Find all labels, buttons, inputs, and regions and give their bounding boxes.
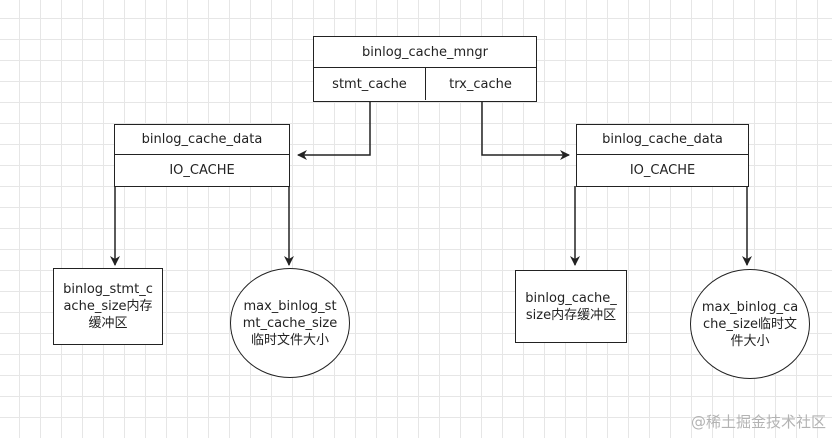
left-data-title: binlog_cache_data — [115, 125, 289, 155]
cache-size-box: binlog_cache_size内存缓冲区 — [515, 270, 627, 343]
right-binlog-cache-data-box: binlog_cache_data IO_CACHE — [576, 124, 749, 187]
max-cache-size-ellipse: max_binlog_cache_size临时文件大小 — [690, 269, 810, 379]
watermark-text: @稀土掘金技术社区 — [690, 413, 826, 431]
stmt-cache-cell: stmt_cache — [314, 68, 426, 100]
left-binlog-cache-data-box: binlog_cache_data IO_CACHE — [114, 124, 290, 187]
stmt-cache-size-box: binlog_stmt_cache_size内存缓冲区 — [53, 268, 163, 345]
arrow-trx-to-right-data — [481, 101, 570, 160]
right-data-title: binlog_cache_data — [577, 125, 748, 155]
left-io-cache: IO_CACHE — [169, 162, 235, 178]
arrow-stmt-to-left-data — [297, 101, 371, 160]
binlog-cache-mngr-box: binlog_cache_mngr stmt_cache trx_cache — [313, 36, 537, 102]
max-stmt-cache-size-ellipse: max_binlog_stmt_cache_size临时文件大小 — [230, 268, 350, 378]
trx-cache-cell: trx_cache — [449, 76, 512, 92]
mngr-title: binlog_cache_mngr — [314, 37, 536, 68]
right-io-cache: IO_CACHE — [629, 162, 696, 178]
